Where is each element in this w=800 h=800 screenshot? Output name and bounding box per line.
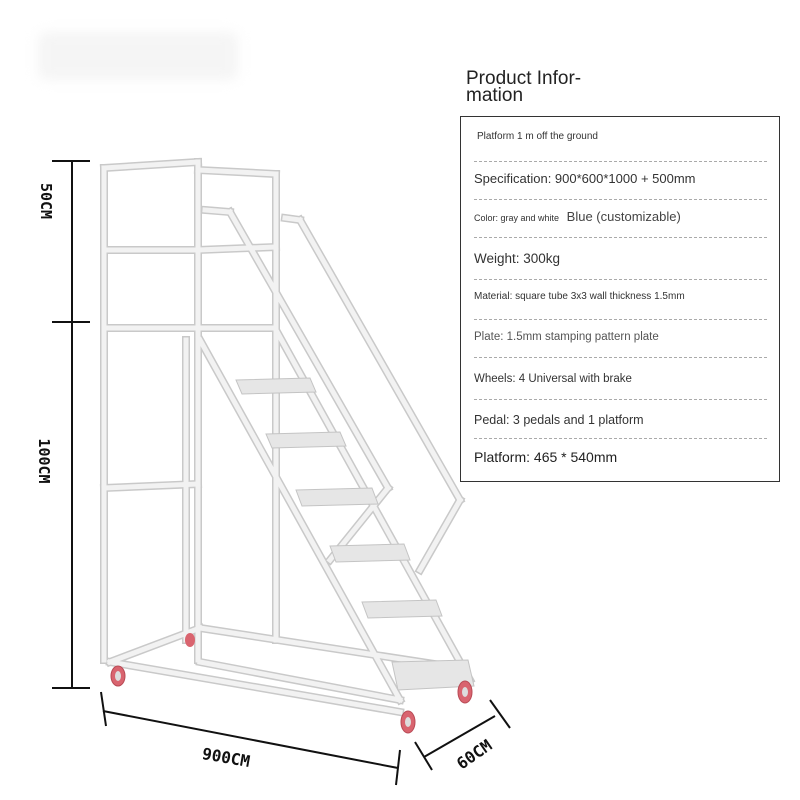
- spec-text: Weight: 300kg: [474, 251, 561, 266]
- spec-row-material: Material: square tube 3x3 wall thickness…: [474, 291, 767, 320]
- spec-row-platform-height: Platform 1 m off the ground: [474, 131, 767, 162]
- spec-text: Blue (customizable): [566, 209, 681, 224]
- spec-row-specification: Specification: 900*600*1000 + 500mm: [474, 171, 767, 200]
- spec-text: Wheels: 4 Universal with brake: [474, 373, 632, 385]
- title-line-2: mation: [466, 85, 524, 106]
- dimension-lines: [52, 160, 511, 786]
- spec-text: Plate: 1.5mm stamping pattern plate: [474, 331, 659, 343]
- title-line-1: Product Infor-: [466, 68, 582, 89]
- spec-text: Material: square tube 3x3 wall thickness…: [474, 291, 685, 302]
- wheels: [110, 633, 473, 734]
- spec-row-weight: Weight: 300kg: [474, 251, 767, 280]
- dimension-label-50cm: 50CM: [37, 182, 55, 220]
- dimension-label-100cm: 100CM: [35, 438, 53, 484]
- spec-text: Platform 1 m off the ground: [477, 131, 598, 142]
- spec-row-plate: Plate: 1.5mm stamping pattern plate: [474, 331, 767, 358]
- spec-row-wheels: Wheels: 4 Universal with brake: [474, 373, 767, 400]
- spec-text: Platform: 465 * 540mm: [474, 449, 618, 465]
- spec-text: Pedal: 3 pedals and 1 platform: [474, 413, 644, 427]
- blurred-banner: [38, 32, 238, 80]
- product-info-box: Platform 1 m off the ground Specificatio…: [460, 116, 780, 482]
- spec-row-platform-size: Platform: 465 * 540mm: [474, 449, 767, 473]
- spec-color-prefix: Color: gray and white: [474, 213, 560, 223]
- spec-row-pedal: Pedal: 3 pedals and 1 platform: [474, 413, 767, 439]
- product-info-title: Product Infor- mation: [466, 68, 606, 106]
- ladder-steps: [235, 377, 475, 691]
- spec-row-color: Color: gray and white Blue (customizable…: [474, 209, 767, 238]
- spec-text: Specification: 900*600*1000 + 500mm: [474, 171, 696, 186]
